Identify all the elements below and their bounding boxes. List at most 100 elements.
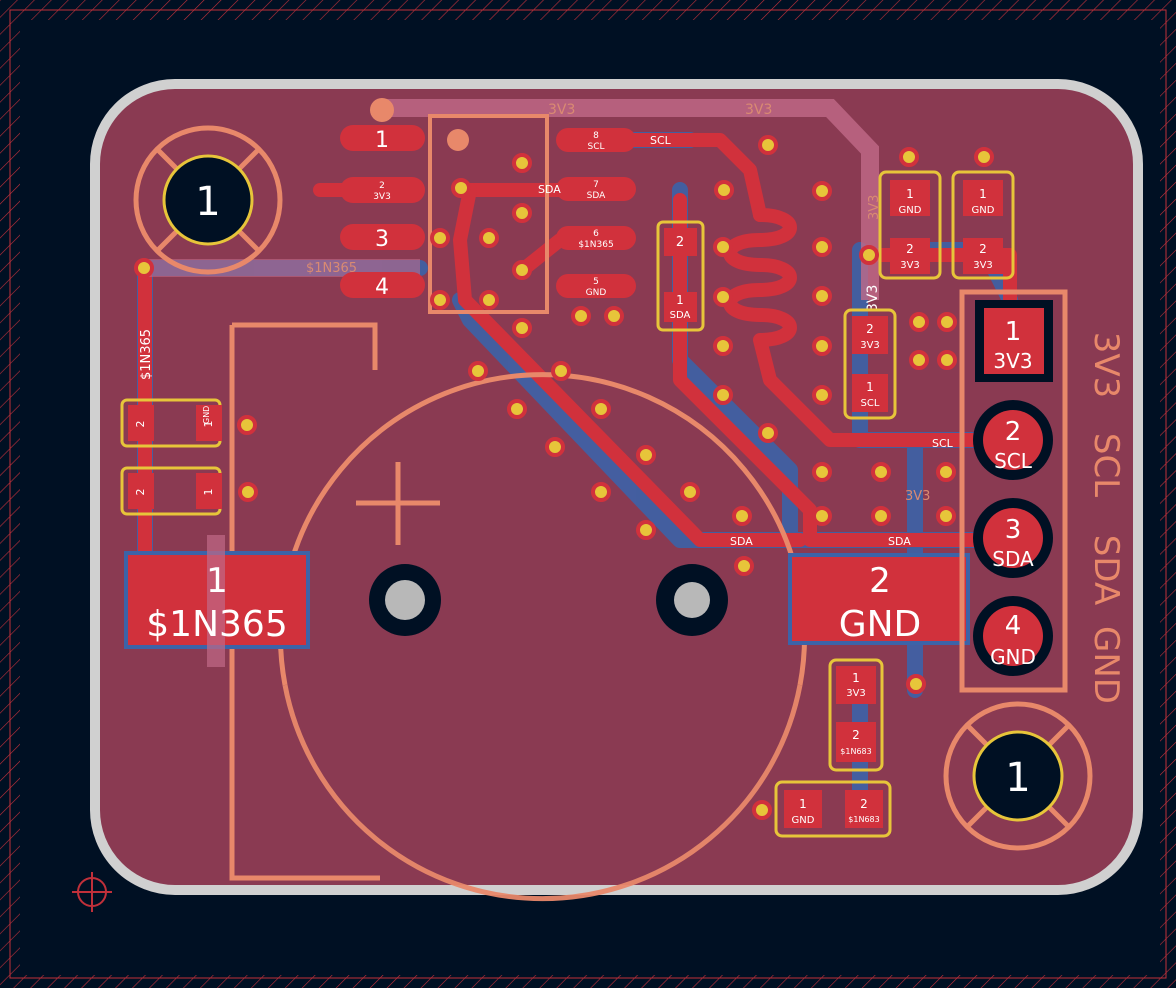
via (909, 350, 929, 370)
svg-text:2: 2 (866, 322, 874, 336)
svg-text:3V3: 3V3 (373, 192, 391, 202)
svg-text:GND: GND (899, 205, 922, 216)
header-pin-2[interactable]: 2 SCL (973, 400, 1053, 480)
svg-text:$1N365: $1N365 (306, 261, 357, 276)
svg-text:2: 2 (906, 242, 914, 256)
svg-text:1: 1 (799, 797, 807, 811)
via (937, 312, 957, 332)
svg-text:3V3: 3V3 (860, 340, 880, 351)
svg-text:3V3: 3V3 (867, 195, 882, 220)
header-connector: 1 3V3 2 SCL 3 SDA 4 GND 3V3 SCL SDA GND (959, 289, 1126, 704)
svg-text:SCL: SCL (650, 134, 672, 147)
svg-text:1: 1 (852, 671, 860, 685)
via (591, 399, 611, 419)
ic-pad-6[interactable] (556, 226, 636, 250)
left-pad-4[interactable] (340, 272, 425, 298)
svg-text:3V3: 3V3 (865, 285, 881, 312)
ic-pad-8[interactable] (556, 128, 636, 152)
via (451, 178, 471, 198)
ic-pad-2[interactable] (340, 177, 425, 203)
svg-text:3V3: 3V3 (900, 260, 920, 271)
svg-text:1: 1 (202, 421, 215, 428)
svg-text:3V3: 3V3 (745, 102, 772, 118)
smd-top-right-1[interactable]: 1 GND 2 3V3 (878, 170, 942, 280)
via (713, 237, 733, 257)
via (936, 462, 956, 482)
header-pin-3[interactable]: 3 SDA (973, 498, 1053, 578)
battery-drill-left-core (385, 580, 425, 620)
via (237, 415, 257, 435)
via (937, 350, 957, 370)
via (636, 520, 656, 540)
battery-holder-silkscreen (229, 322, 807, 902)
via (604, 306, 624, 326)
smd-top-right-2[interactable]: 1 GND 2 3V3 (951, 170, 1015, 280)
ic-pad-5[interactable] (556, 274, 636, 298)
via (871, 462, 891, 482)
battery-pad-1[interactable]: 1 $1N365 (124, 535, 310, 667)
battery-drill-right-core (674, 582, 710, 618)
via (713, 336, 733, 356)
via (479, 228, 499, 248)
svg-text:3: 3 (375, 227, 389, 252)
mounting-hole-right-label: 1 (1005, 755, 1030, 801)
via (713, 385, 733, 405)
svg-text:SCL: SCL (1086, 433, 1126, 497)
svg-text:SCL: SCL (994, 449, 1033, 473)
svg-text:1: 1 (906, 187, 914, 201)
ic-pad-7[interactable] (556, 177, 636, 201)
smd-bottom-diode[interactable]: 1 GND 2 $1N683 (774, 780, 892, 838)
via (430, 290, 450, 310)
left-pad-3[interactable] (340, 224, 425, 250)
via (812, 385, 832, 405)
via (430, 228, 450, 248)
svg-text:$1N365: $1N365 (578, 240, 613, 250)
via (812, 336, 832, 356)
via (859, 245, 879, 265)
via (571, 306, 591, 326)
header-pin-4[interactable]: 4 GND (973, 596, 1053, 676)
svg-text:3V3: 3V3 (548, 102, 575, 118)
svg-text:1: 1 (979, 187, 987, 201)
via (936, 506, 956, 526)
svg-text:GND: GND (990, 645, 1036, 669)
svg-text:8: 8 (593, 131, 599, 141)
smd-center-cap[interactable]: 2 1 SDA (656, 220, 705, 332)
svg-text:GND: GND (202, 406, 211, 424)
via (591, 482, 611, 502)
via (512, 260, 532, 280)
via (713, 287, 733, 307)
via (752, 800, 772, 820)
svg-text:GND: GND (792, 815, 815, 826)
svg-text:SDA: SDA (538, 183, 561, 196)
svg-text:2: 2 (852, 728, 860, 742)
svg-text:1: 1 (1005, 317, 1022, 347)
left-pad-1[interactable] (340, 125, 425, 151)
smd-scl-pullup[interactable]: 2 3V3 1 SCL (843, 308, 897, 420)
svg-text:3: 3 (1005, 515, 1022, 545)
mounting-hole-left: 1 (133, 125, 283, 275)
mounting-hole-right: 1 (943, 701, 1093, 851)
via (812, 237, 832, 257)
via (636, 445, 656, 465)
battery-pad-2[interactable]: 2 GND (788, 553, 970, 645)
svg-text:1: 1 (202, 489, 215, 496)
svg-text:$1N365: $1N365 (146, 604, 287, 645)
svg-text:GND: GND (1086, 626, 1126, 704)
via (734, 556, 754, 576)
ic-outline (370, 98, 549, 314)
mounting-hole-left-label: 1 (195, 179, 220, 225)
ic-pads-right: 8 SCL 7 SDA 6 $1N365 5 GND (556, 128, 636, 298)
smd-left-r2[interactable]: 2 1 (120, 466, 222, 516)
svg-text:2: 2 (134, 489, 147, 496)
smd-bottom-regulator[interactable]: 1 3V3 2 $1N683 (828, 658, 884, 772)
svg-text:1: 1 (676, 293, 684, 307)
via (812, 181, 832, 201)
smd-left-r1[interactable]: 2 1 GND (120, 398, 222, 448)
svg-text:1: 1 (206, 561, 228, 601)
via (899, 147, 919, 167)
via (812, 462, 832, 482)
header-pin-1[interactable]: 1 3V3 (975, 300, 1053, 382)
via (680, 482, 700, 502)
